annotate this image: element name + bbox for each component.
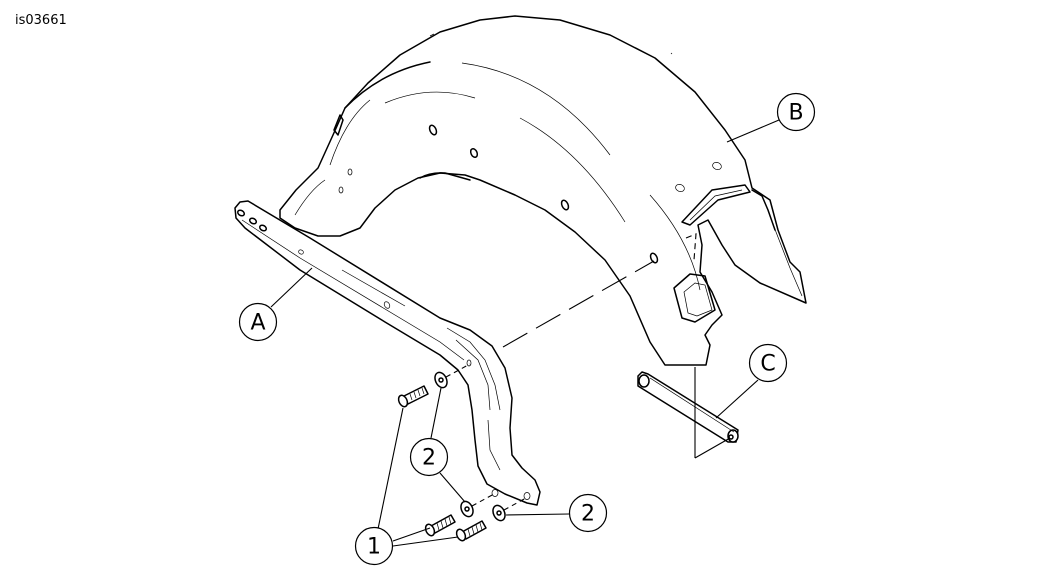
bracket-front-hole-1 bbox=[236, 209, 246, 217]
bracket-lower-hole-2 bbox=[523, 492, 531, 500]
assembly-line-bracket-to-fender bbox=[502, 260, 655, 348]
leader-1-low bbox=[392, 536, 459, 547]
callout-1-label: 1 bbox=[367, 535, 381, 560]
washer-lower-2-hole bbox=[496, 510, 502, 516]
fender-tail-fold bbox=[763, 199, 803, 297]
leader-a bbox=[270, 267, 313, 308]
callout-2-right-label: 2 bbox=[581, 502, 595, 527]
fender-contour-3 bbox=[519, 117, 626, 223]
fender-rear-bracket-detail bbox=[689, 189, 743, 221]
fender-hole-1 bbox=[428, 124, 438, 136]
rod-end-right-hole bbox=[728, 434, 734, 440]
bracket-upper-hole bbox=[466, 359, 472, 367]
assembly-line-lower-screws bbox=[471, 493, 527, 511]
fender-rear-bracket bbox=[681, 184, 751, 226]
fender-hole-7 bbox=[347, 168, 353, 176]
fender-outline bbox=[279, 15, 807, 366]
fender-hole-8 bbox=[338, 186, 344, 194]
fender-contour-1 bbox=[384, 91, 476, 104]
leader-c bbox=[715, 379, 759, 419]
fender-tiny-mark-2 bbox=[429, 33, 435, 37]
screw-lower-2 bbox=[455, 520, 487, 542]
rod-end-left bbox=[638, 374, 650, 388]
rod-part-c bbox=[637, 371, 739, 443]
bracket-outline bbox=[234, 200, 541, 506]
fender-contour-2 bbox=[461, 62, 611, 156]
bracket-inner-rib-3 bbox=[455, 339, 491, 411]
leader-1-upper bbox=[377, 407, 404, 530]
callout-2-left: 2 bbox=[409, 437, 449, 477]
washer-upper-hole bbox=[438, 377, 444, 383]
leader-2-right bbox=[505, 513, 570, 516]
callout-2-right: 2 bbox=[568, 493, 608, 533]
bracket-lower-hole-1 bbox=[491, 489, 499, 497]
bracket-inner-rib-4 bbox=[487, 419, 501, 471]
washer-lower-1-hole bbox=[464, 506, 470, 512]
assembly-line-upper-screw bbox=[445, 363, 471, 378]
callout-a: A bbox=[238, 302, 278, 342]
callout-a-label: A bbox=[250, 311, 265, 336]
fender-inner-top-edge bbox=[344, 61, 431, 109]
fender-lower-inner-edge bbox=[419, 172, 471, 181]
bracket-inner-rib-1 bbox=[341, 269, 406, 307]
bracket-edge-fold bbox=[241, 219, 465, 361]
callout-2-left-label: 2 bbox=[422, 446, 436, 471]
callout-c-label: C bbox=[760, 352, 775, 377]
fender-contour-5 bbox=[294, 179, 326, 216]
bracket-part-a bbox=[234, 200, 541, 506]
bracket-mid-hole-2 bbox=[383, 301, 391, 309]
leader-2-left-up bbox=[430, 387, 442, 439]
leader-b bbox=[726, 119, 780, 143]
figure-id: is03661 bbox=[15, 13, 67, 28]
fender-hole-2 bbox=[469, 147, 479, 159]
fender-contour-6 bbox=[649, 194, 701, 291]
fender-hole-6 bbox=[675, 184, 685, 192]
washer-lower-2 bbox=[492, 504, 506, 522]
rod-body bbox=[637, 371, 739, 443]
fender-hole-3 bbox=[560, 199, 570, 211]
fender-lower-recess-inner bbox=[683, 282, 713, 317]
callout-c: C bbox=[748, 343, 788, 383]
fender-rear-guide bbox=[685, 233, 697, 261]
fender-part-b bbox=[279, 15, 807, 366]
screw-upper bbox=[397, 385, 429, 408]
fender-hole-5 bbox=[712, 162, 722, 170]
leader-1-mid bbox=[392, 527, 431, 542]
fender-contour-4 bbox=[329, 99, 371, 166]
fasteners bbox=[397, 371, 506, 542]
callout-1: 1 bbox=[354, 526, 394, 566]
leader-2-left-down bbox=[439, 472, 466, 503]
washer-lower-1 bbox=[460, 500, 474, 518]
bracket-front-hole-3 bbox=[258, 224, 268, 232]
bracket-mid-hole-1 bbox=[298, 249, 304, 255]
fender-tiny-mark bbox=[670, 52, 673, 55]
rod-highlight bbox=[649, 377, 735, 433]
callout-b-label: B bbox=[788, 101, 803, 126]
fender-hole-4 bbox=[649, 252, 659, 264]
callout-b: B bbox=[776, 92, 816, 132]
bracket-front-hole-2 bbox=[248, 217, 258, 225]
rod-guide-diagonal bbox=[694, 437, 731, 459]
screw-lower-1 bbox=[424, 514, 456, 537]
fender-front-slot bbox=[333, 114, 344, 136]
bracket-inner-rib-2 bbox=[446, 327, 501, 411]
fender-lower-recess bbox=[673, 273, 716, 323]
washer-upper bbox=[434, 371, 448, 389]
